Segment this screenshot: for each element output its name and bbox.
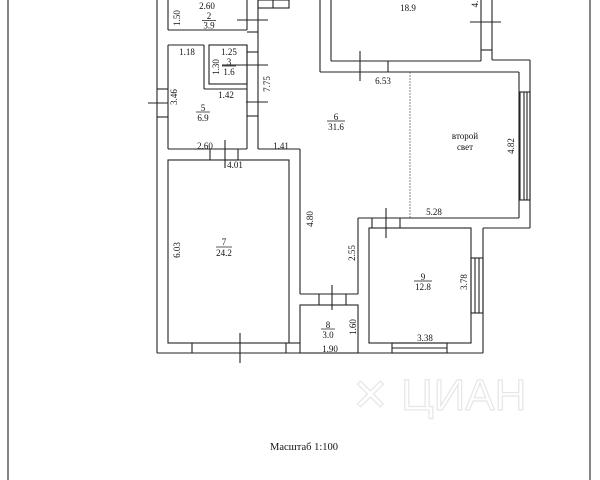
- room-2-label: 2 3.9: [202, 11, 216, 31]
- room-8-label: 8 3.0: [321, 320, 335, 340]
- svg-text:4.: 4.: [470, 1, 480, 8]
- svg-text:6.9: 6.9: [197, 113, 209, 123]
- svg-text:6: 6: [334, 112, 339, 122]
- second-light-note-1: второй: [452, 131, 478, 141]
- svg-text:1.6: 1.6: [223, 67, 235, 77]
- svg-text:5.28: 5.28: [426, 207, 442, 217]
- room-6-label: 6 31.6: [327, 112, 345, 132]
- svg-text:4.01: 4.01: [227, 160, 243, 170]
- svg-text:7: 7: [222, 237, 227, 247]
- svg-text:4.82: 4.82: [506, 138, 516, 154]
- svg-text:31.6: 31.6: [328, 122, 344, 132]
- svg-text:9: 9: [421, 272, 426, 282]
- svg-text:2.55: 2.55: [347, 245, 357, 261]
- svg-text:3.9: 3.9: [203, 21, 215, 31]
- room-9-label: 9 12.8: [414, 272, 432, 292]
- svg-text:3.46: 3.46: [169, 89, 179, 105]
- svg-text:1.50: 1.50: [172, 10, 182, 26]
- watermark-logo: ✕ ЦИАН: [352, 371, 526, 420]
- room-5-label: 5 6.9: [196, 103, 210, 123]
- second-light-note-2: свет: [457, 142, 473, 152]
- svg-text:1.25: 1.25: [221, 47, 237, 57]
- svg-text:6.03: 6.03: [172, 242, 182, 258]
- svg-text:2.60: 2.60: [197, 141, 213, 151]
- room-7-label: 7 24.2: [216, 237, 232, 258]
- svg-text:1.90: 1.90: [322, 344, 338, 354]
- svg-text:1.30: 1.30: [211, 59, 221, 75]
- svg-text:3.78: 3.78: [459, 274, 469, 290]
- svg-text:6.53: 6.53: [375, 76, 391, 86]
- walls: [148, 0, 531, 363]
- svg-text:18.9: 18.9: [400, 3, 416, 13]
- svg-text:1.41: 1.41: [273, 141, 289, 151]
- room-3-label: 3 1.6: [222, 57, 236, 77]
- room-4-label: 18.9: [400, 3, 416, 13]
- svg-text:3.38: 3.38: [417, 333, 433, 343]
- scale-label: Масштаб 1:100: [270, 442, 339, 453]
- dimension-2-60-top: 2.60: [199, 1, 215, 11]
- svg-text:1.60: 1.60: [348, 319, 358, 335]
- svg-text:3: 3: [227, 57, 232, 67]
- svg-text:4.80: 4.80: [305, 211, 315, 227]
- svg-text:7.75: 7.75: [262, 76, 272, 92]
- svg-text:24.2: 24.2: [216, 248, 232, 258]
- svg-text:2: 2: [207, 11, 212, 21]
- svg-text:1.18: 1.18: [179, 47, 195, 57]
- svg-text:5: 5: [201, 103, 206, 113]
- svg-text:3.0: 3.0: [322, 330, 334, 340]
- svg-text:8: 8: [326, 320, 331, 330]
- svg-text:1.42: 1.42: [218, 90, 234, 100]
- dimension-labels: 2.60 1.50 1.18 1.25 1.30 7.75 3.46 1.42 …: [169, 1, 516, 354]
- svg-text:12.8: 12.8: [415, 282, 431, 292]
